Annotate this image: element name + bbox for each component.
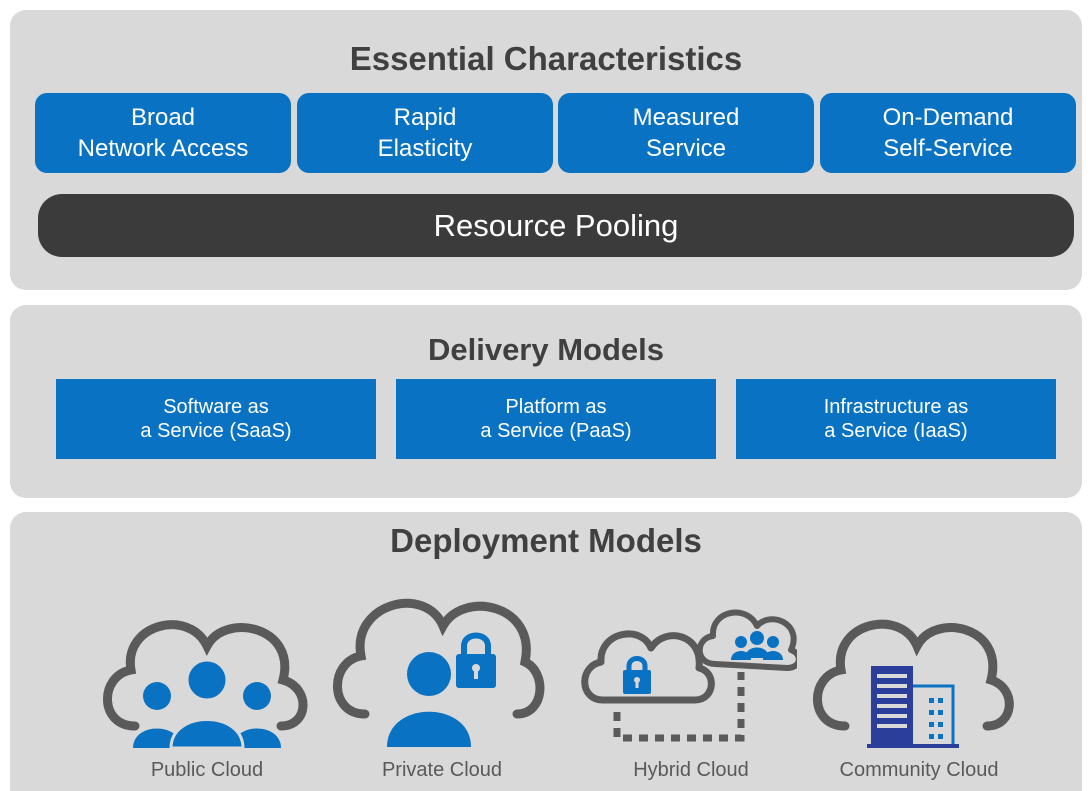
resource-pooling-bar: Resource Pooling [38,194,1074,257]
box-line: Rapid [393,104,457,131]
box-line: Elasticity [377,135,473,162]
box-line: Measured [632,104,740,131]
panel-title: Deployment Models [390,522,702,559]
box-line: Self-Service [883,135,1013,162]
box-line: a Service (SaaS) [140,420,292,442]
hybrid-cloud-label: Hybrid Cloud [633,759,749,781]
box-line: On-Demand [882,104,1014,131]
community-cloud-label: Community Cloud [839,759,999,781]
community-cloud-icon [805,598,1015,748]
box-line: Platform as [505,396,607,418]
box-line: Network Access [77,135,249,162]
box-line: a Service (IaaS) [824,420,968,442]
box-line: a Service (PaaS) [480,420,632,442]
panel-title: Delivery Models [427,332,665,367]
box-line: Software as [163,396,269,418]
public-cloud-icon [97,598,317,748]
public-cloud-label: Public Cloud [150,759,264,781]
private-cloud-label: Private Cloud [381,759,503,781]
hybrid-cloud-icon [577,588,797,748]
box-line: Infrastructure as [823,396,969,418]
private-cloud-icon [325,582,550,747]
box-line: Service [645,135,726,162]
panel-title: Essential Characteristics [349,40,743,77]
box-line: Broad [130,104,196,131]
